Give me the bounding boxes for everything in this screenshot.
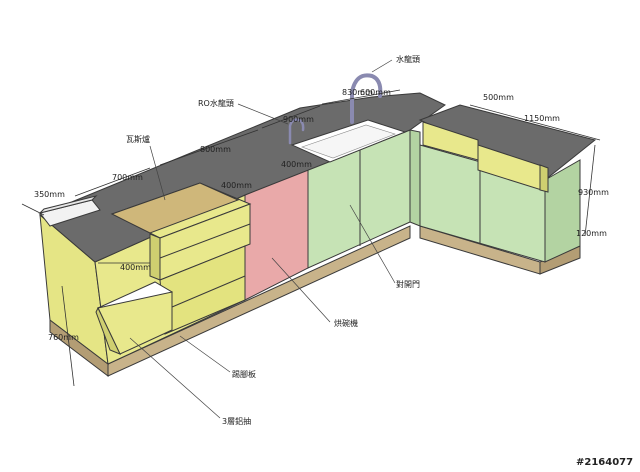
dim-900-line <box>261 105 321 129</box>
dim-350-line <box>21 203 45 216</box>
kick-plate-leader <box>179 335 231 373</box>
ro-faucet <box>288 118 305 145</box>
ro-faucet-leader <box>237 103 289 125</box>
dim-400-ro: 400mm <box>281 160 312 169</box>
right-cabinet-end <box>544 159 581 263</box>
label-ro-faucet: RO水龍頭 <box>198 98 234 108</box>
faucet-leader <box>371 59 393 73</box>
watermark: #2164077 <box>576 457 633 468</box>
dim-1150: 1150mm <box>524 114 560 123</box>
dim-800-line <box>159 129 259 166</box>
dim-400-stove: 400mm <box>221 181 252 190</box>
dishwasher-leader <box>271 257 331 323</box>
dim-930-line <box>584 144 596 237</box>
dim-760: 760mm <box>48 333 79 342</box>
gas-stove-leader <box>149 145 166 201</box>
faucet <box>350 73 383 124</box>
label-double-door: 對開門 <box>396 279 420 289</box>
dim-830-line <box>321 89 401 105</box>
dim-120: 120mm <box>576 229 607 238</box>
pullout-side <box>95 306 122 355</box>
dim-700: 700mm <box>112 173 143 182</box>
dim-760-line <box>61 285 75 387</box>
dim-830: 830mm <box>342 88 373 97</box>
right-drawer-side <box>539 164 549 193</box>
stove-drawer-side <box>149 233 161 281</box>
dim-350: 350mm <box>34 190 65 199</box>
left-backsplash-top <box>38 195 98 214</box>
drawer3-leader <box>129 337 221 419</box>
stove-drawer-line <box>159 223 251 259</box>
lower-drawer-line <box>164 275 246 311</box>
sink-inner <box>301 124 396 159</box>
dim-1150-line <box>469 104 601 141</box>
label-gas-stove: 瓦斯爐 <box>126 134 150 144</box>
sink-cabinet-end <box>409 129 421 227</box>
gas-stove-board <box>110 182 240 234</box>
label-faucet: 水龍頭 <box>396 54 420 64</box>
dim-500: 500mm <box>483 93 514 102</box>
dim-930: 930mm <box>578 188 609 197</box>
label-drawer3: 3層鋁抽 <box>222 416 251 426</box>
dim-700-line <box>74 167 151 197</box>
dim-800: 800mm <box>200 145 231 154</box>
dim-900: 900mm <box>283 115 314 124</box>
label-dishwasher: 烘碗機 <box>334 318 358 328</box>
dim-400-drawer: 400mm <box>120 263 151 272</box>
dim-600: 600mm <box>360 88 391 97</box>
label-kick-plate: 踢腳板 <box>232 369 256 379</box>
double-door-leader <box>349 204 396 284</box>
